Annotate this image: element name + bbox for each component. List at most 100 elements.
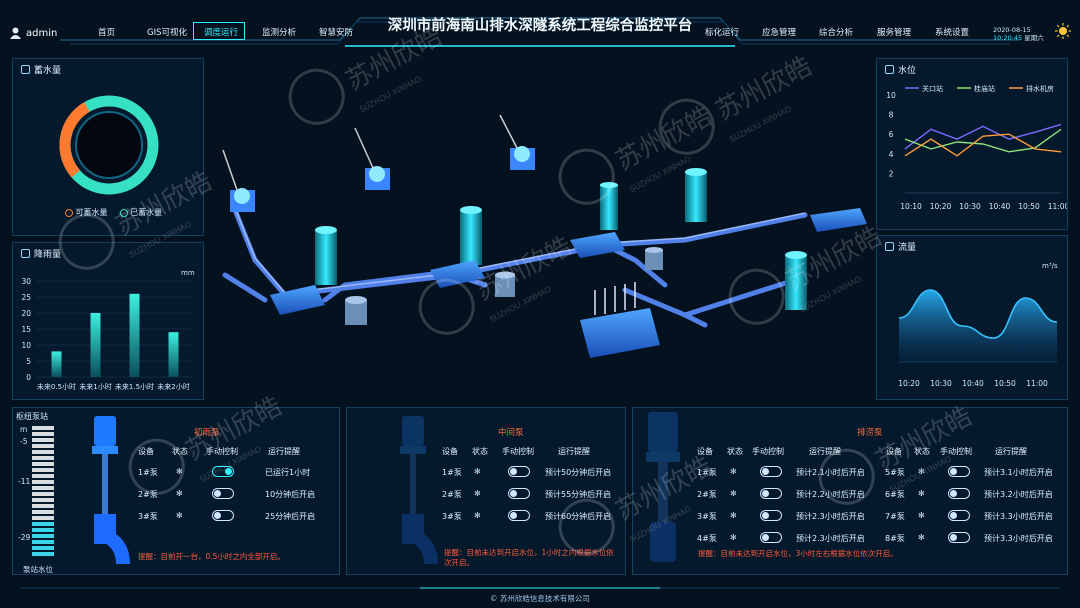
pump-toggle-cell[interactable] — [948, 510, 970, 521]
pump-toggle[interactable] — [508, 488, 530, 499]
pump-toggle[interactable] — [212, 466, 234, 477]
gauge-segment — [32, 534, 54, 538]
fan-status-icon: ✻ — [730, 533, 737, 542]
nav-dispatch[interactable]: 调度运行 — [204, 28, 239, 38]
nav-service[interactable]: 服务管理 — [877, 28, 912, 38]
pump-run-tip: 预计3.2小时后开启 — [984, 490, 1053, 499]
nav-gis[interactable]: GIS可视化 — [147, 28, 187, 38]
flow-icon — [885, 242, 894, 251]
group-1-header: 设备 — [138, 447, 154, 456]
time-text: 10:20:45 — [993, 34, 1023, 42]
nav-home[interactable]: 首页 — [98, 28, 116, 38]
group-3-header: 手动控制 — [940, 447, 972, 456]
pump-toggle[interactable] — [948, 466, 970, 477]
pump-toggle-cell[interactable] — [948, 466, 970, 477]
nav-emergency[interactable]: 应急管理 — [762, 28, 797, 38]
rain-ytick: 15 — [21, 325, 31, 334]
user-menu[interactable]: admin — [10, 27, 57, 39]
rain-xtick: 未来0.5小时 — [37, 382, 76, 391]
pump-device-label: 3#泵 — [138, 512, 158, 521]
gauge-footer: 泵站水位 — [23, 565, 53, 574]
rain-ytick: 30 — [21, 277, 31, 286]
group-3-header: 设备 — [697, 447, 713, 456]
group-1-title: 初雨泵 — [194, 428, 220, 438]
nav-analysis[interactable]: 综合分析 — [819, 28, 854, 38]
wl-series-line — [904, 128, 1062, 153]
pump-toggle-cell[interactable] — [948, 488, 970, 499]
nav-standard[interactable]: 标化运行 — [705, 28, 740, 38]
pump-device-label: 1#泵 — [138, 468, 158, 477]
pump-device-label: 1#泵 — [697, 468, 717, 477]
pump-toggle[interactable] — [948, 510, 970, 521]
pump-toggle[interactable] — [760, 466, 782, 477]
wl-xtick: 10:10 — [900, 202, 922, 211]
fan-status-icon: ✻ — [176, 489, 183, 498]
pump-toggle-cell[interactable] — [508, 488, 530, 499]
pump-toggle-cell[interactable] — [760, 510, 782, 521]
pump-toggle-cell[interactable] — [212, 510, 234, 521]
pump-device-label: 3#泵 — [697, 512, 717, 521]
fan-status-icon: ✻ — [730, 511, 737, 520]
scale-unit: m — [20, 425, 28, 434]
pump-toggle[interactable] — [508, 510, 530, 521]
rain-unit: mm — [181, 269, 195, 277]
tunnel-network-scene — [222, 114, 867, 358]
pump-toggle-cell[interactable] — [948, 532, 970, 543]
gauge-segment — [32, 522, 54, 526]
nav-security[interactable]: 智慧安防 — [319, 28, 354, 38]
pump-toggle[interactable] — [212, 510, 234, 521]
pump-toggle-cell[interactable] — [212, 488, 234, 499]
gauge-segment — [32, 528, 54, 532]
rain-xtick: 未来1.5小时 — [115, 382, 154, 391]
flow-line — [898, 289, 1058, 339]
pump-device-label: 2#泵 — [442, 490, 462, 499]
pump-toggle[interactable] — [760, 488, 782, 499]
gauge-segment — [32, 498, 54, 502]
wl-xtick: 10:40 — [989, 202, 1011, 211]
pump-run-tip: 预计3.1小时后开启 — [984, 468, 1053, 477]
pump-toggle-cell[interactable] — [760, 488, 782, 499]
wl-xtick: 10:30 — [959, 202, 981, 211]
wl-legend-label: 排水机房 — [1026, 84, 1054, 93]
user-icon — [10, 27, 21, 39]
pump-toggle-cell[interactable] — [212, 466, 234, 477]
scale-tick-2: -11 — [18, 477, 31, 486]
rain-bar — [90, 313, 101, 377]
pump-station-title: 枢纽泵站 — [16, 412, 48, 421]
pump-run-tip: 25分钟后开启 — [265, 512, 316, 521]
fan-status-icon: ✻ — [918, 489, 925, 498]
storage-legend: 可蓄水量 已蓄水量 — [65, 207, 162, 218]
pump-toggle[interactable] — [948, 488, 970, 499]
pump-toggle[interactable] — [760, 510, 782, 521]
wl-series-line — [904, 123, 1062, 150]
pump-toggle-cell[interactable] — [760, 532, 782, 543]
nav-monitor[interactable]: 监测分析 — [262, 28, 297, 38]
pump-run-tip: 预计55分钟后开启 — [545, 490, 612, 499]
pump-toggle-cell[interactable] — [508, 510, 530, 521]
water-level-icon — [885, 65, 894, 74]
nav-settings[interactable]: 系统设置 — [935, 28, 970, 38]
group-2-header: 状态 — [472, 447, 488, 456]
group-1-header: 状态 — [172, 447, 188, 456]
pump-toggle[interactable] — [508, 466, 530, 477]
pump-toggle-cell[interactable] — [760, 466, 782, 477]
flow-xtick: 10:30 — [930, 379, 952, 388]
rain-chart: mm051015202530未来0.5小时未来1小时未来1.5小时未来2小时 — [21, 269, 195, 391]
intake-towers — [230, 146, 535, 212]
scale-tick-3: -29 — [18, 533, 31, 542]
pump-device-label: 1#泵 — [442, 468, 462, 477]
pump-toggle[interactable] — [212, 488, 234, 499]
nav-active-frame — [193, 22, 245, 40]
page-title: 深圳市前海南山排水深隧系统工程综合监控平台 — [387, 18, 693, 34]
storage-icon — [21, 65, 30, 74]
sun-icon — [1055, 23, 1071, 39]
group-2-header: 运行提醒 — [558, 447, 590, 456]
pump-run-tip: 预计50分钟后开启 — [545, 468, 612, 477]
pump-toggle-cell[interactable] — [508, 466, 530, 477]
pump-toggle[interactable] — [760, 532, 782, 543]
pump-toggle[interactable] — [948, 532, 970, 543]
footer-line — [20, 587, 1060, 589]
rain-title: 降雨量 — [21, 247, 61, 260]
wl-ytick: 6 — [889, 130, 894, 139]
